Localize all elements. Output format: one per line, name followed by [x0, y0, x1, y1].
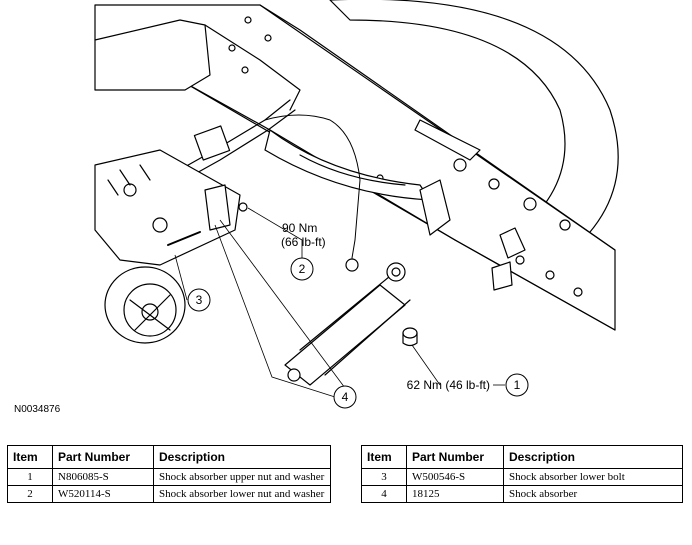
leader-4b	[219, 219, 346, 389]
item-cell: 4	[361, 485, 407, 503]
table-row: 1 N806085-S Shock absorber upper nut and…	[7, 468, 331, 486]
callout-2-number: 2	[299, 262, 306, 276]
table-header-row: Item Part Number Description	[361, 445, 683, 469]
part-number-cell: W520114-S	[52, 485, 154, 503]
shock-upper-bracket	[419, 179, 451, 236]
header-item: Item	[7, 445, 53, 469]
callout-4: 4	[333, 385, 357, 409]
shock-absorber-drawing	[284, 262, 411, 386]
parts-table-left: Item Part Number Description 1 N806085-S…	[7, 445, 331, 503]
upper-nut	[402, 327, 418, 347]
callout-3-number: 3	[196, 293, 203, 307]
table-row: 3 W500546-S Shock absorber lower bolt	[361, 468, 683, 486]
description-cell: Shock absorber lower bolt	[503, 468, 683, 486]
table-row: 2 W520114-S Shock absorber lower nut and…	[7, 485, 331, 503]
header-part-number: Part Number	[52, 445, 154, 469]
part-number-cell: W500546-S	[406, 468, 504, 486]
table-row: 4 18125 Shock absorber	[361, 485, 683, 503]
description-cell: Shock absorber upper nut and washer	[153, 468, 331, 486]
suspension-diagram: 1 62 Nm (46 lb-ft) 2 90 Nm (66 lb-ft) 3 …	[94, 0, 619, 409]
callout-1-number: 1	[514, 378, 521, 392]
axle-housing	[94, 149, 241, 266]
callout-2-torque-nm: 90 Nm	[282, 221, 317, 235]
lower-bracket	[167, 184, 248, 246]
callout-2-torque-lbft: (66 lb-ft)	[281, 235, 326, 249]
callout-4-number: 4	[342, 390, 349, 404]
leader-1b	[411, 344, 441, 386]
item-cell: 2	[7, 485, 53, 503]
figure-id: N0034876	[14, 404, 61, 415]
callout-2: 2	[290, 257, 314, 281]
table-header-row: Item Part Number Description	[7, 445, 331, 469]
parts-table-right: Item Part Number Description 3 W500546-S…	[361, 445, 683, 503]
brake-line	[264, 114, 361, 259]
header-description: Description	[153, 445, 331, 469]
wheel-hub	[104, 266, 186, 344]
part-number-cell: 18125	[406, 485, 504, 503]
description-cell: Shock absorber	[503, 485, 683, 503]
header-part-number: Part Number	[406, 445, 504, 469]
cross-member	[94, 19, 301, 111]
leader-2	[247, 207, 303, 258]
item-cell: 1	[7, 468, 53, 486]
frame-bracket-right	[499, 227, 526, 259]
callout-1-torque: 62 Nm (46 lb-ft)	[407, 378, 490, 392]
leader-4a	[214, 224, 336, 398]
leader-3	[174, 254, 188, 301]
callout-1: 1	[505, 373, 529, 397]
header-item: Item	[361, 445, 407, 469]
callout-3: 3	[187, 288, 211, 312]
header-description: Description	[503, 445, 683, 469]
description-cell: Shock absorber lower nut and washer	[153, 485, 331, 503]
item-cell: 3	[361, 468, 407, 486]
part-number-cell: N806085-S	[52, 468, 154, 486]
